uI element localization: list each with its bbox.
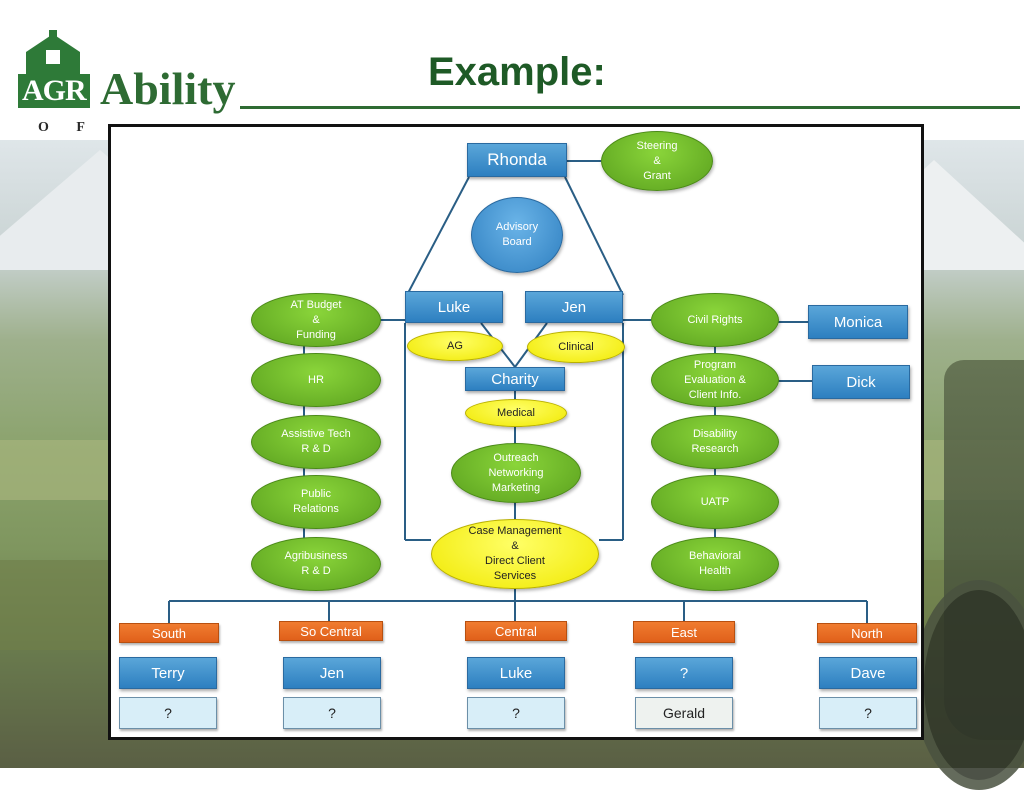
org-oval-disability-research: Disability Research [651, 415, 779, 469]
region-label-east: East [633, 621, 735, 643]
slide-header [0, 0, 1024, 140]
region-lead-east: ? [635, 657, 733, 689]
region-label-north: North [817, 623, 917, 643]
org-oval-hr: HR [251, 353, 381, 407]
org-box-monica: Monica [808, 305, 908, 339]
org-oval-uatp: UATP [651, 475, 779, 529]
region-lead-north: Dave [819, 657, 917, 689]
org-box-jen: Jen [525, 291, 623, 323]
region-other-east: Gerald [635, 697, 733, 729]
org-oval-assistive-tech: Assistive Tech R & D [251, 415, 381, 469]
org-oval-outreach: Outreach Networking Marketing [451, 443, 581, 503]
region-lead-so-central: Jen [283, 657, 381, 689]
logo-ability-text: Ability [100, 63, 236, 114]
region-label-central: Central [465, 621, 567, 641]
org-oval-at-budget-funding: AT Budget & Funding [251, 293, 381, 347]
org-chart-diagram: Rhonda Steering & Grant Advisory Board L… [108, 124, 924, 740]
region-label-so-central: So Central [279, 621, 383, 641]
barn-logo-icon [26, 30, 80, 80]
org-oval-civil-rights: Civil Rights [651, 293, 779, 347]
org-oval-program-evaluation: Program Evaluation & Client Info. [651, 353, 779, 407]
org-circle-advisory-board: Advisory Board [471, 197, 563, 273]
region-lead-central: Luke [467, 657, 565, 689]
org-oval-public-relations: Public Relations [251, 475, 381, 529]
region-other-central: ? [467, 697, 565, 729]
org-oval-agribusiness: Agribusiness R & D [251, 537, 381, 591]
org-box-luke: Luke [405, 291, 503, 323]
slide-title: Example: [428, 50, 606, 94]
org-box-rhonda: Rhonda [467, 143, 567, 177]
org-oval-steering-grant: Steering & Grant [601, 131, 713, 191]
org-oval-ag: AG [407, 331, 503, 361]
region-other-north: ? [819, 697, 917, 729]
org-oval-medical: Medical [465, 399, 567, 427]
region-label-south: South [119, 623, 219, 643]
org-oval-case-management: Case Management & Direct Client Services [431, 519, 599, 589]
org-oval-clinical: Clinical [527, 331, 625, 363]
title-underline [240, 106, 1020, 109]
logo-agr-text: AGR [18, 74, 90, 108]
org-oval-behavioral-health: Behavioral Health [651, 537, 779, 591]
logo-subtitle: O F [38, 120, 97, 135]
region-lead-south: Terry [119, 657, 217, 689]
region-other-south: ? [119, 697, 217, 729]
region-other-so-central: ? [283, 697, 381, 729]
org-box-dick: Dick [812, 365, 910, 399]
org-box-charity: Charity [465, 367, 565, 391]
